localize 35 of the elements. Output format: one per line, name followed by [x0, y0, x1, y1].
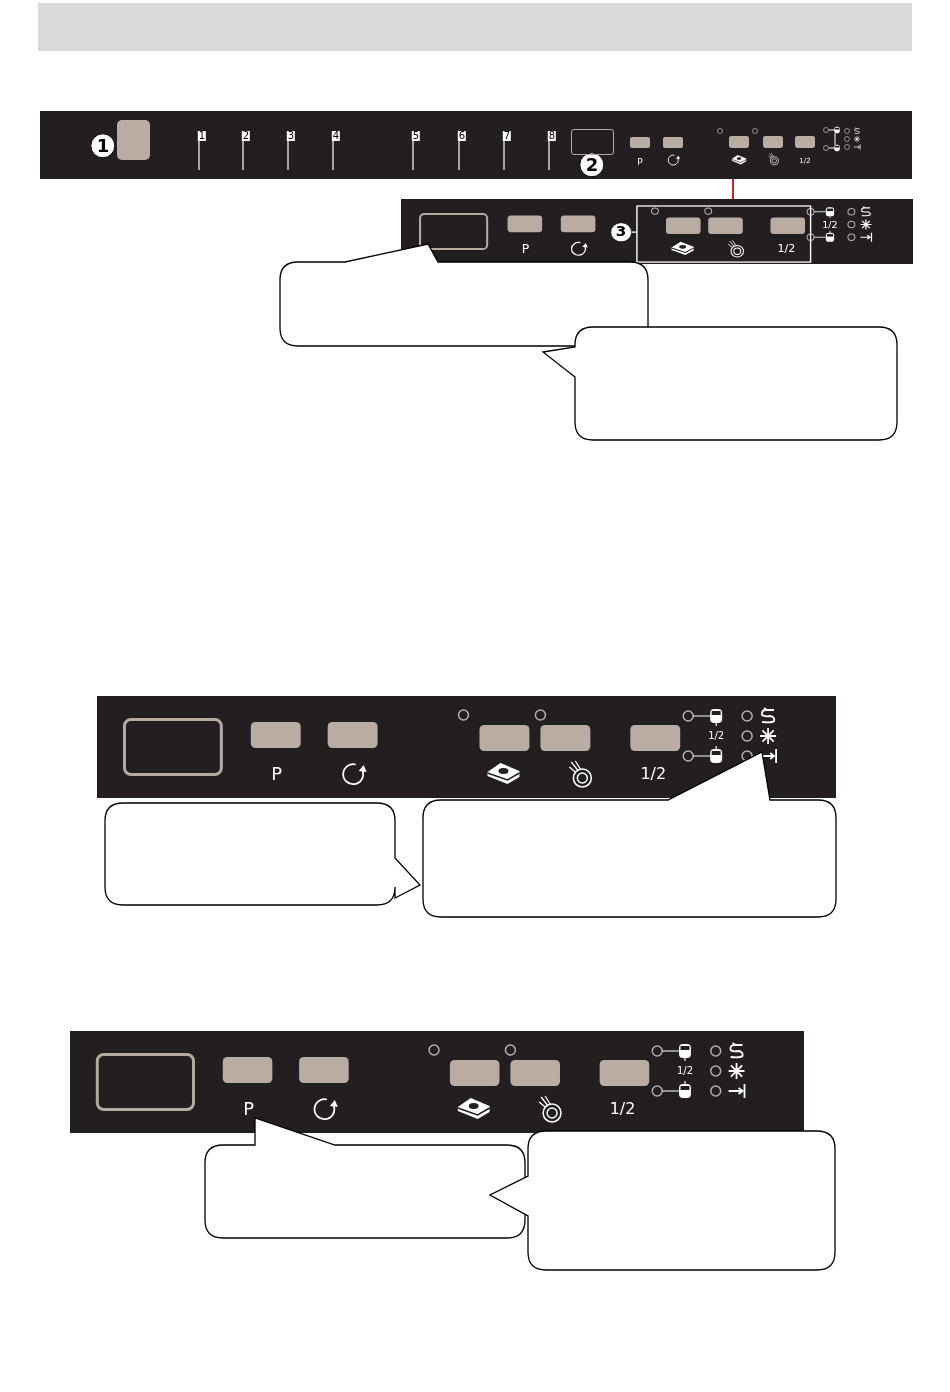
button-label: 1/2: [777, 243, 796, 254]
indicator-label: 1/2: [677, 1066, 693, 1076]
button-label: P: [243, 1100, 254, 1118]
number-tag: 1: [197, 131, 207, 141]
number-tag: 2: [241, 131, 251, 141]
number-tag: 4: [331, 131, 341, 141]
control-panel: [70, 1031, 804, 1133]
button-label: P: [521, 242, 530, 255]
callout-number: 3: [610, 222, 632, 242]
number-tag: 8: [547, 131, 557, 141]
number-tag: 6: [457, 131, 467, 141]
indicator-label: 1/2: [708, 731, 725, 741]
control-panel: [401, 199, 913, 264]
speech-bubble: [279, 243, 649, 347]
button-label: 1/2: [640, 766, 667, 782]
speech-bubble: [104, 802, 421, 906]
button-label: P: [271, 765, 283, 783]
callout-number: 2: [579, 152, 605, 178]
display-window: [571, 129, 614, 155]
number-tag: 3: [286, 131, 296, 141]
speech-bubble: [489, 1130, 836, 1271]
display-window: [95, 1053, 195, 1111]
number-tag: 5: [411, 131, 421, 141]
number-tag: 7: [502, 131, 512, 141]
indicator-label: 1/2: [822, 220, 838, 229]
control-panel: [40, 111, 912, 179]
button-label: 1/2: [609, 1101, 636, 1117]
control-panel: [97, 696, 836, 798]
callout-number: 1: [90, 133, 116, 159]
connector-line: [732, 178, 734, 200]
speech-bubble: [204, 1117, 526, 1239]
display-window: [122, 718, 223, 776]
speech-bubble: [422, 751, 837, 918]
speech-bubble: [542, 326, 898, 441]
button-label: P: [637, 157, 643, 167]
